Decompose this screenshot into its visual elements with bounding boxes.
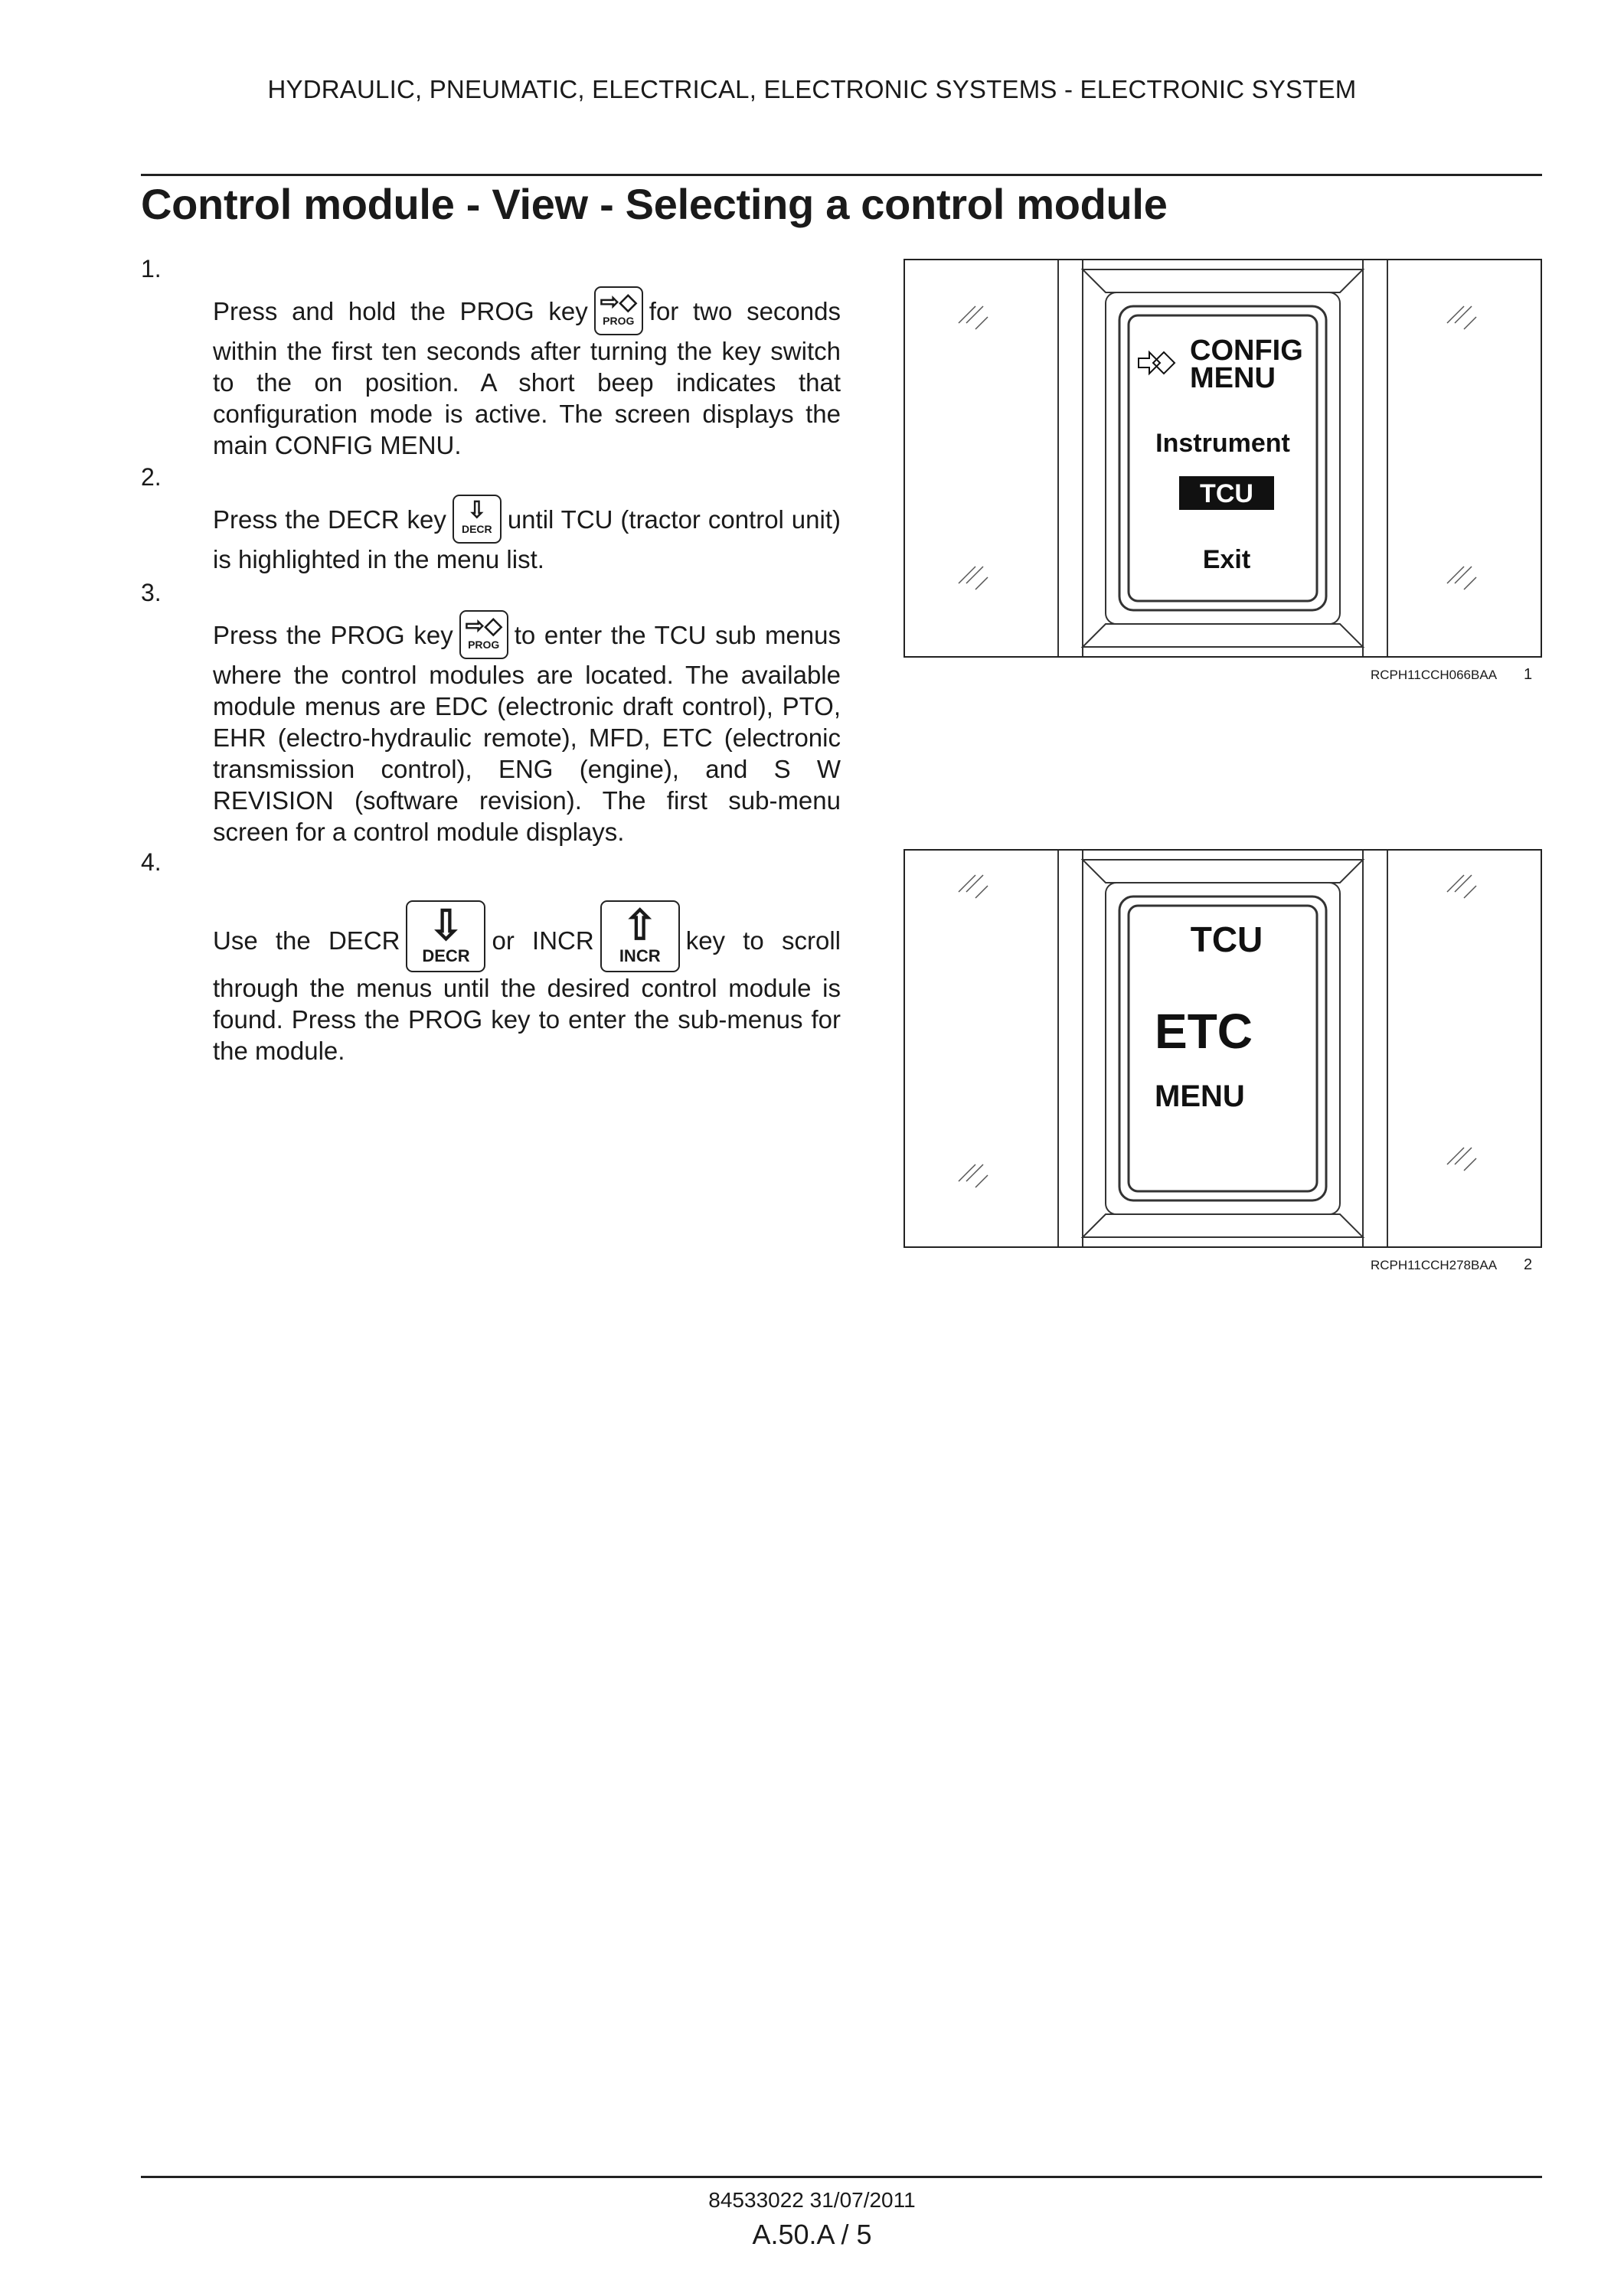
screen-tcu-item: TCU	[1200, 479, 1253, 508]
section-header: HYDRAULIC, PNEUMATIC, ELECTRICAL, ELECTR…	[267, 75, 1357, 103]
step-1-before: Press and hold the PROG key	[213, 297, 588, 325]
figure-2-number: 2	[1524, 1256, 1533, 1273]
step-1-after: for two seconds within the first ten sec…	[213, 297, 841, 459]
figure-1-number: 1	[1524, 666, 1533, 683]
step-3-before: Press the PROG key	[213, 621, 453, 649]
step-1-number: 1.	[141, 255, 162, 283]
header-rule	[141, 174, 1542, 176]
step-4-number: 4.	[141, 848, 162, 876]
screen-exit-item: Exit	[1203, 545, 1250, 574]
figure-1-illustration: CONFIG MENU Instrument TCU Exit	[958, 260, 1477, 656]
page-title: Control module - View - Selecting a cont…	[141, 180, 1168, 228]
step-3-after: to enter the TCU sub menus where the con…	[213, 621, 841, 846]
prog-key-icon: ⇨◇PROG	[459, 610, 508, 659]
screen-etc-text: ETC	[1155, 1004, 1253, 1059]
figure-2-illustration: TCU ETC MENU	[958, 851, 1477, 1246]
footer-doc-code: 84533022 31/07/2011	[708, 2188, 916, 2212]
step-2-after: until TCU (tractor control unit) is high…	[213, 505, 841, 573]
figure-1-code: RCPH11CCH066BAA	[1371, 668, 1498, 682]
step-4-after: key to scroll through the menus until th…	[213, 926, 841, 1065]
step-2-number: 2.	[141, 463, 162, 491]
step-4-before: Use the DECR	[213, 926, 400, 955]
figure-1: CONFIG MENU Instrument TCU Exit	[903, 259, 1542, 658]
figure-2-code: RCPH11CCH278BAA	[1371, 1258, 1498, 1272]
step-3-number: 3.	[141, 579, 162, 606]
incr-key-icon: ⇧INCR	[600, 900, 680, 972]
decr-key-icon: ⇩DECR	[452, 495, 502, 544]
decr-key-icon: ⇩DECR	[406, 900, 486, 972]
footer-rule	[141, 2176, 1542, 2178]
footer-page-number: A.50.A / 5	[752, 2219, 872, 2250]
prog-key-icon: ⇨◇PROG	[593, 286, 643, 335]
screen-tcu-title: TCU	[1191, 919, 1263, 959]
screen-menu-text: MENU	[1190, 362, 1276, 394]
screen-tcu-highlight	[1179, 476, 1274, 510]
screen-config-text: CONFIG	[1190, 335, 1303, 367]
figure-2: TCU ETC MENU	[903, 849, 1542, 1248]
prog-arrow-icon	[1138, 350, 1162, 376]
screen-instrument-item: Instrument	[1155, 429, 1290, 458]
step-4-middle: or INCR	[492, 926, 594, 955]
screen-menu-text: MENU	[1155, 1079, 1245, 1113]
step-2-before: Press the DECR key	[213, 505, 446, 534]
